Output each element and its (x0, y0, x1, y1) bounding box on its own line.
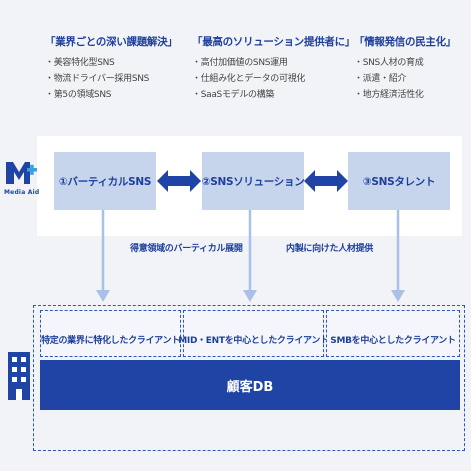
list-item: ・物流ドライバー採用SNS (45, 74, 150, 84)
list-item: ・第5の領域SNS (45, 90, 112, 100)
column-talent: 「情報発信の民主化」 ・SNS人材の育成 ・派遣・紹介 ・地方経済活性化 (354, 34, 471, 103)
media-aid-logo-icon (6, 162, 37, 184)
segment-smb-clients: SMBを中心としたクライアント (326, 310, 460, 357)
list-item: ・高付加価値のSNS運用 (192, 58, 288, 68)
down-arrow-icon (243, 210, 257, 302)
list-item: ・仕組み化とデータの可視化 (192, 74, 306, 84)
column-items: ・美容特化型SNS ・物流ドライバー採用SNS ・第5の領域SNS (45, 55, 195, 103)
down-arrow-icon (391, 210, 405, 302)
pillar-vertical-sns: ①バーティカルSNS (54, 152, 156, 210)
list-item: ・地方経済活性化 (354, 90, 424, 100)
list-item: ・SaaSモデルの構築 (192, 90, 275, 100)
list-item: ・SNS人材の育成 (354, 58, 424, 68)
caption-talent-supply: 内製に向けた人材提供 (286, 244, 374, 254)
pillar-sns-talent: ③SNSタレント (348, 152, 450, 210)
down-arrow-icon (96, 210, 110, 302)
column-title: 「最高のソリューション提供者に」 (192, 36, 355, 48)
customer-area-border (33, 305, 465, 451)
column-title: 「業界ごとの深い課題解決」 (45, 36, 178, 48)
segment-mid-ent-clients: MID・ENTを中心としたクライアント (178, 310, 329, 357)
column-vertical: 「業界ごとの深い課題解決」 ・美容特化型SNS ・物流ドライバー採用SNS ・第… (45, 34, 195, 103)
logo-text: Media Aid (4, 189, 40, 196)
double-arrow-icon (304, 170, 348, 192)
double-arrow-icon (157, 170, 201, 192)
column-title: 「情報発信の民主化」 (354, 36, 456, 48)
caption-vertical-expansion: 得意領域のバーティカル展開 (130, 244, 243, 254)
column-items: ・SNS人材の育成 ・派遣・紹介 ・地方経済活性化 (354, 55, 471, 103)
column-solution: 「最高のソリューション提供者に」 ・高付加価値のSNS運用 ・仕組み化とデータの… (192, 34, 355, 103)
customer-db-bar: 顧客DB (40, 360, 460, 410)
segment-industry-clients: 特定の業界に特化したクライアント (40, 310, 181, 357)
building-icon (8, 352, 30, 400)
column-items: ・高付加価値のSNS運用 ・仕組み化とデータの可視化 ・SaaSモデルの構築 (192, 55, 342, 103)
list-item: ・美容特化型SNS (45, 58, 115, 68)
pillar-sns-solution: ②SNSソリューション (202, 152, 305, 210)
list-item: ・派遣・紹介 (354, 74, 407, 84)
